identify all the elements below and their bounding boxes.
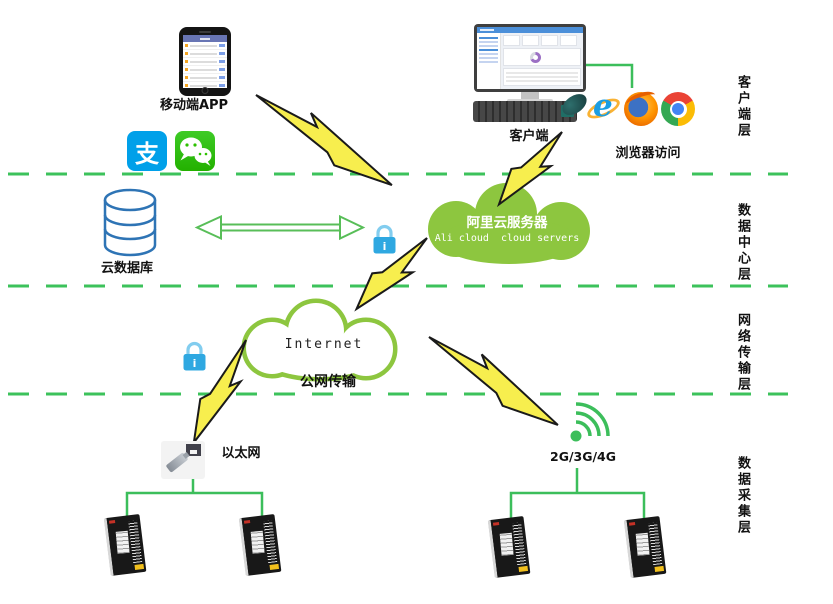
cellular-label: 2G/3G/4G	[549, 449, 617, 464]
wechat-icon	[175, 131, 215, 171]
dashboard-content	[501, 33, 583, 89]
bolt-cloud-to-internet	[346, 229, 437, 318]
keyboard-icon	[473, 101, 577, 122]
ethernet-label: 以太网	[221, 446, 261, 461]
layer-label-datacenter: 数据中心层	[735, 203, 750, 283]
cellular-branch-line	[509, 491, 646, 519]
alipay-icon: 支	[127, 131, 167, 171]
layer-label-client: 客户端层	[735, 75, 750, 139]
phone-list-row	[183, 74, 227, 82]
ethernet-connector-icon	[161, 441, 205, 479]
ali-cloud-title: 阿里云服务器	[466, 215, 548, 231]
ali-cloud-shape	[428, 183, 590, 264]
firefox-browser-icon	[624, 92, 658, 126]
internet-title: Internet	[284, 337, 364, 352]
lock-icon-network: i	[183, 341, 206, 371]
client-to-browser-line	[573, 63, 634, 88]
client-label: 客户端	[509, 129, 549, 144]
layer-label-network: 网络传输层	[735, 313, 750, 393]
bidirectional-arrow	[194, 214, 366, 241]
cloud-database-label: 云数据库	[100, 261, 154, 276]
phone-list-row	[183, 82, 227, 88]
phone-speaker	[199, 31, 211, 33]
device-terminal-3	[487, 516, 531, 578]
phone-app-header	[183, 35, 227, 42]
layer-divider-lines	[8, 172, 788, 396]
browser-access-label: 浏览器访问	[615, 146, 681, 161]
device-terminal-2	[238, 514, 282, 576]
public-network-label: 公网传输	[300, 374, 356, 390]
database-top	[103, 188, 157, 212]
database-ring-2	[103, 228, 157, 241]
mobile-app-label: 移动端APP	[159, 98, 229, 113]
monitor-screen	[477, 27, 583, 89]
lock-glyph: i	[383, 240, 387, 253]
bolt-client-to-cloud	[488, 124, 573, 213]
dashboard-topbar	[477, 27, 583, 33]
phone-list-row	[183, 42, 227, 50]
database-body	[103, 200, 157, 257]
dashboard-pie-chart	[503, 48, 581, 66]
bolt-app-to-cloud	[248, 82, 399, 199]
dashboard-sidebar	[477, 33, 501, 89]
security-locks: i i	[183, 224, 396, 371]
phone-list-row	[183, 58, 227, 66]
bolt-internet-to-cellular	[421, 324, 566, 439]
lock-glyph: i	[193, 357, 197, 370]
ethernet-branch-line	[125, 491, 264, 517]
internet-cloud-shape	[241, 298, 398, 382]
chrome-browser-icon	[661, 92, 695, 126]
lock-icon-datacenter: i	[373, 224, 396, 254]
phone-list-row	[183, 66, 227, 74]
alipay-glyph: 支	[135, 139, 159, 168]
phone-screen	[183, 35, 227, 88]
phone-list-row	[183, 50, 227, 58]
device-terminal-4	[623, 516, 667, 578]
connector-lines	[125, 63, 646, 519]
smartphone-icon	[179, 27, 231, 96]
phone-home-button	[201, 87, 209, 94]
wechat-bubbles	[180, 137, 212, 166]
database-icon	[103, 188, 157, 257]
cellular-signal-icon	[570, 402, 610, 442]
database-ring-1	[103, 214, 157, 227]
layer-label-collection: 数据采集层	[735, 456, 750, 536]
device-terminal-1	[103, 514, 147, 576]
dashboard-table	[503, 68, 581, 86]
arrow-head-right	[339, 214, 366, 241]
monitor-stand	[521, 92, 539, 100]
rj45-plug	[165, 451, 190, 473]
ie-browser-icon: e	[584, 88, 623, 126]
ethernet-port	[186, 444, 201, 456]
arrow-head-left	[194, 214, 222, 241]
ali-cloud-subtitle: Ali cloud cloud servers	[434, 233, 580, 244]
ie-e-glyph: e	[593, 88, 613, 124]
desktop-monitor-icon	[474, 24, 586, 92]
